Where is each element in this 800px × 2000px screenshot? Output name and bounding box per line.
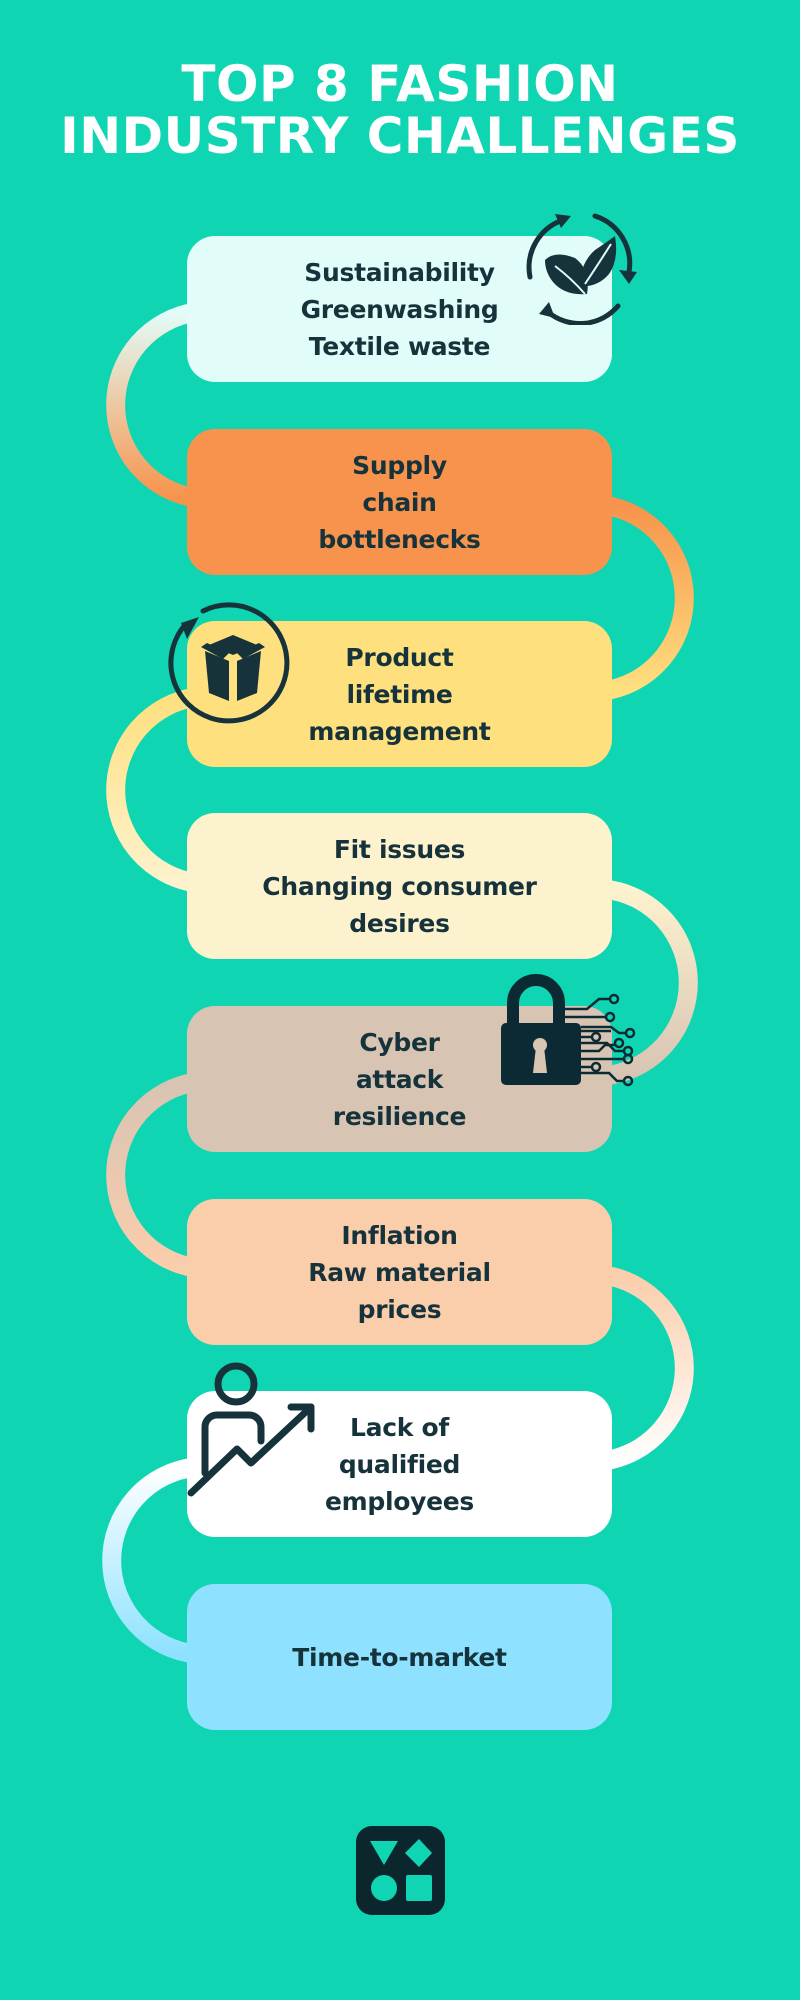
shapes-logo-icon [356, 1826, 445, 1915]
challenge-card-inflation: Inflation Raw material prices [187, 1199, 612, 1345]
card-line: resilience [332, 1101, 467, 1131]
card-line: qualified [338, 1449, 461, 1479]
card-text: Product lifetime management [308, 639, 491, 750]
card-text: Inflation Raw material prices [308, 1217, 491, 1328]
challenge-card-time-to-market: Time-to-market [187, 1584, 612, 1730]
card-text: Sustainability Greenwashing Textile wast… [301, 254, 499, 365]
challenge-card-supply-chain: Supply chain bottlenecks [187, 429, 612, 575]
card-line: desires [349, 908, 450, 938]
connector-1-2 [106, 302, 198, 508]
recycle-leaf-icon [526, 213, 637, 325]
person-growth-icon [187, 1362, 315, 1497]
card-line: Greenwashing [300, 294, 499, 324]
challenge-card-sustainability: Sustainability Greenwashing Textile wast… [187, 236, 612, 382]
box-cycle-icon [168, 602, 290, 724]
challenge-card-fit-issues: Fit issues Changing consumer desires [187, 813, 612, 959]
circuit-lock-icon [501, 974, 636, 1087]
connector-2-3 [602, 495, 694, 701]
card-line: Textile waste [308, 331, 491, 361]
card-line: Changing consumer [262, 871, 537, 901]
card-line: Inflation [341, 1220, 458, 1250]
card-text: Time-to-market [292, 1639, 507, 1676]
connector-4-5 [602, 879, 698, 1086]
card-line: Raw material [308, 1257, 491, 1287]
card-line: Time-to-market [292, 1642, 507, 1672]
card-line: bottlenecks [318, 524, 481, 554]
card-line: Lack of [350, 1412, 449, 1442]
connector-7-8 [102, 1457, 198, 1664]
title-line-1: TOP 8 FASHION [181, 55, 619, 113]
card-text: Supply chain bottlenecks [318, 447, 481, 558]
card-line: Fit issues [333, 834, 466, 864]
card-line: attack [355, 1064, 444, 1094]
card-line: prices [357, 1294, 442, 1324]
connector-3-4 [106, 687, 198, 893]
card-text: Lack of qualified employees [325, 1409, 474, 1520]
card-line: chain [362, 487, 437, 517]
card-text: Fit issues Changing consumer desires [262, 831, 537, 942]
card-text: Cyber attack resilience [332, 1024, 467, 1135]
card-line: employees [324, 1486, 475, 1516]
card-line: management [308, 716, 491, 746]
card-line: Product [345, 642, 454, 672]
card-line: Supply [352, 450, 447, 480]
connector-5-6 [106, 1072, 198, 1278]
title-line-2: INDUSTRY CHALLENGES [60, 107, 740, 165]
card-line: Sustainability [304, 257, 495, 287]
card-line: lifetime [346, 679, 453, 709]
page-title: TOP 8 FASHION INDUSTRY CHALLENGES [0, 58, 800, 162]
card-line: Cyber [359, 1027, 440, 1057]
connector-6-7 [602, 1265, 694, 1471]
